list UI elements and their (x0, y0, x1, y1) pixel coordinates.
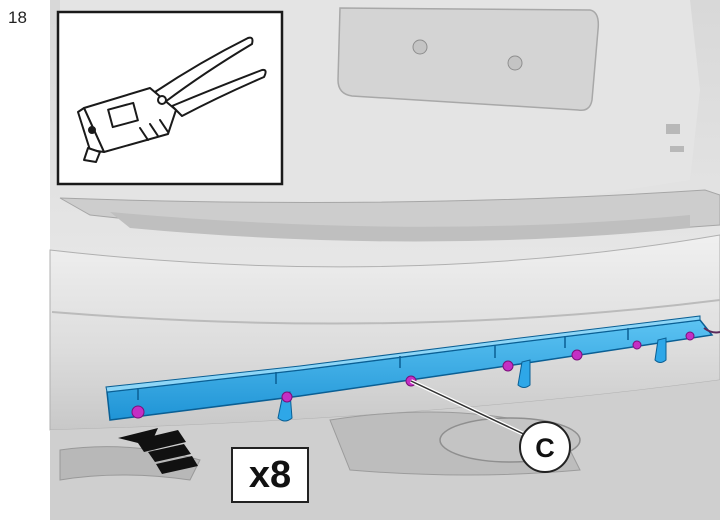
callout-leader (410, 380, 531, 438)
panel-notch (137, 328, 629, 400)
step-number: 18 (8, 8, 27, 27)
rivet-fastener (131, 405, 145, 419)
tailgate-trim (110, 212, 690, 242)
license-plate-recess (337, 7, 600, 112)
badge (670, 146, 684, 152)
plate-screw (507, 55, 523, 71)
insertion-arrow-icon (118, 428, 198, 474)
rivet-gun-icon (77, 36, 267, 163)
rivet-fastener (571, 349, 583, 361)
rivet-fastener (632, 340, 642, 350)
panel-clip (517, 359, 531, 388)
bumper-crease (51, 299, 720, 325)
callout-label: C (535, 433, 555, 463)
trim-panel-top-face (105, 315, 701, 393)
rivet-fastener (685, 331, 695, 341)
tool-inset (56, 10, 284, 186)
callout-circle (519, 421, 571, 473)
quantity-label: x8 (231, 447, 309, 503)
panel-clip (654, 337, 667, 363)
harness-wire (703, 327, 720, 334)
rivet-fastener (502, 360, 514, 372)
badge (666, 124, 680, 134)
plate-screw (412, 39, 428, 55)
rivet-fastener (281, 391, 293, 403)
